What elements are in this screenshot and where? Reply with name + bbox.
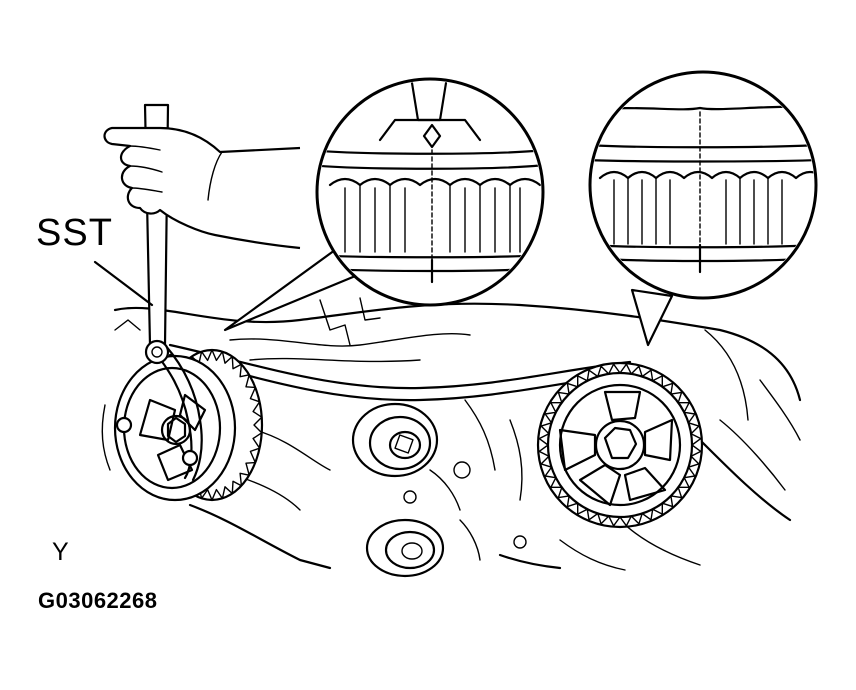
crankshaft-pulley [365,518,445,578]
right-magnified-callout [588,70,818,347]
left-magnified-callout [223,77,545,332]
engine-block-outline [101,297,802,571]
sst-label: SST [36,212,113,254]
hand [103,126,301,250]
idler-pulley [351,402,439,478]
figure-code: G03062268 [38,588,158,613]
view-label: Y [52,538,69,566]
right-camshaft-pulley [536,329,749,529]
sst-leader-line [93,260,154,307]
